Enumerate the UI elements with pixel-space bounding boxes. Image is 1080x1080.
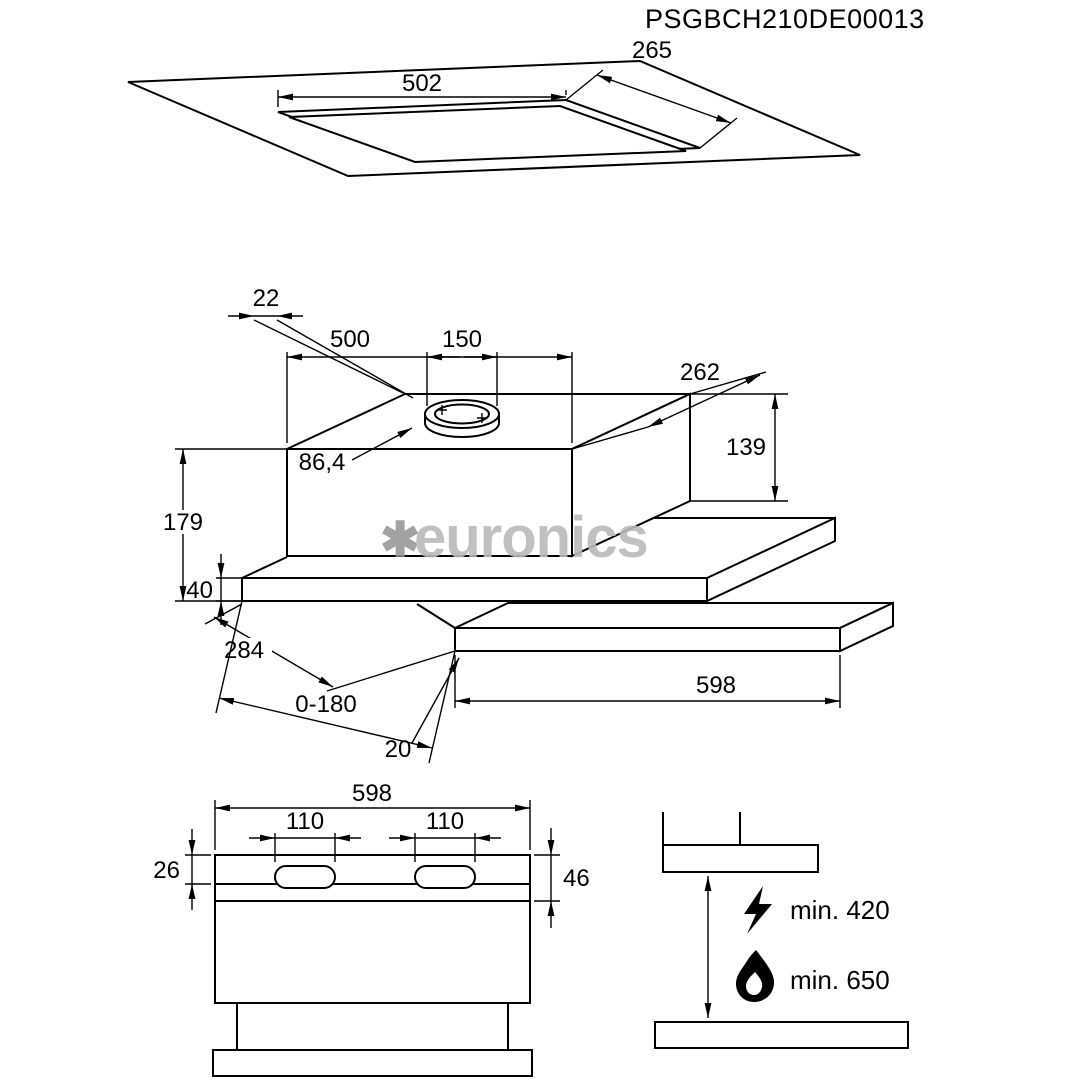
cutout-inner-rim xyxy=(288,104,687,164)
top-band-label: 26 xyxy=(153,857,180,884)
cabinet-side-lines xyxy=(662,812,741,845)
top-depth-label: 262 xyxy=(680,359,720,386)
base-depth-extension-lines xyxy=(204,603,456,692)
base-right-face xyxy=(706,516,836,603)
duct-position-leader xyxy=(351,427,413,461)
base-depth-dim-line xyxy=(213,616,334,688)
cutout-top-view: 502 265 xyxy=(127,37,861,178)
cutout-width-label: 502 xyxy=(402,70,442,97)
duct-collar-cross-marks xyxy=(437,405,487,423)
product-code: PSGBCH210DE00013 xyxy=(645,4,925,34)
base-depth-label-mask xyxy=(216,638,272,662)
front-slot-right xyxy=(414,865,476,889)
front-pedestal xyxy=(236,1002,509,1051)
visor-slide-edge xyxy=(416,603,456,629)
body-front-face xyxy=(286,448,573,557)
watermark-brand: euronics xyxy=(414,505,648,570)
base-height-label: 40 xyxy=(186,577,213,604)
front-body-outline xyxy=(214,854,531,1004)
hob-surface xyxy=(654,1021,909,1049)
front-bottom-slab xyxy=(212,1049,533,1077)
top-width-extension-lines xyxy=(286,352,573,443)
duct-diameter-label: 150 xyxy=(442,326,482,353)
watermark: ✱ euronics xyxy=(380,505,649,570)
watermark-star-icon: ✱ xyxy=(380,514,420,567)
base-front-face xyxy=(241,577,708,602)
flange-offset-label: 22 xyxy=(253,285,280,312)
electric-clearance-label: min. 420 xyxy=(790,895,890,925)
installation-clearance-view: min. 420 min. 650 xyxy=(654,812,909,1049)
flame-icon-inner xyxy=(746,972,763,995)
cutout-depth-dim-line xyxy=(596,74,732,124)
cutout-depth-label: 265 xyxy=(632,37,672,64)
visor-width-extension-lines xyxy=(454,655,841,708)
gas-clearance-label: min. 650 xyxy=(790,965,890,995)
product-code-label: PSGBCH210DE00013 xyxy=(645,4,925,34)
visor-front-face xyxy=(454,627,841,652)
body-height-label: 139 xyxy=(726,434,766,461)
front-slot-left xyxy=(274,865,336,889)
hood-bottom-panel xyxy=(662,844,819,873)
duct-collar-inner xyxy=(434,403,490,425)
slot-right-label: 110 xyxy=(426,808,464,835)
visor-width-label: 598 xyxy=(696,672,736,699)
slot-left-label: 110 xyxy=(286,808,324,835)
visor-thickness-leader xyxy=(411,657,460,744)
top-band-extension-lines xyxy=(185,854,211,885)
hood-front-view: 598 110 110 26 46 xyxy=(153,780,590,1077)
hood-iso-dimensions: 22 500 150 262 139 86,4 179 40 xyxy=(157,285,841,764)
pullout-extension-lines xyxy=(215,600,456,764)
base-height-extension-lines xyxy=(216,577,242,602)
total-height-label: 179 xyxy=(163,509,203,536)
visor-thickness-label: 20 xyxy=(385,736,412,763)
visor-top-face xyxy=(454,602,894,629)
top-depth-dim-line xyxy=(647,374,761,428)
pullout-dim-line xyxy=(218,697,433,749)
filter-band-label: 46 xyxy=(563,865,590,892)
filter-band-extension-lines xyxy=(534,854,560,902)
top-width-label: 500 xyxy=(330,326,370,353)
lightning-bolt-icon xyxy=(744,886,772,934)
hood-isometric-view xyxy=(241,392,894,653)
duct-position-label: 86,4 xyxy=(299,449,346,476)
front-width-label: 598 xyxy=(352,780,392,807)
pullout-range-label: 0-180 xyxy=(295,691,356,718)
total-height-label-mask xyxy=(157,510,209,534)
